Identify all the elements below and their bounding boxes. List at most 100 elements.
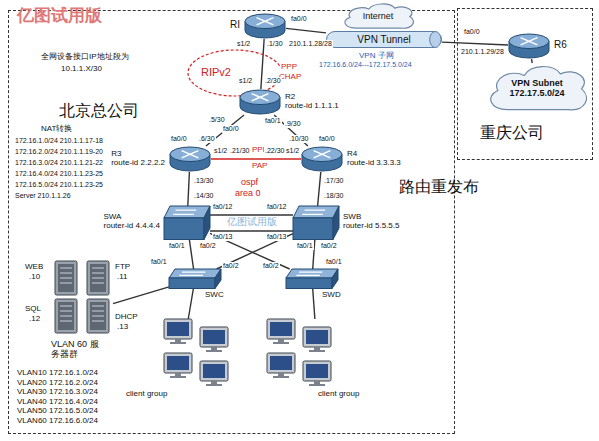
router-icon: R4route-id 3.3.3.3: [301, 146, 343, 172]
drive-bay: [92, 278, 104, 279]
drive-bay: [92, 306, 104, 307]
tower-body: [55, 261, 77, 295]
node-icon: [164, 206, 210, 240]
ip-label: .21/30: [229, 147, 250, 155]
port-label: fa0/12: [212, 203, 233, 211]
node-text: VLAN 60 服务器群: [51, 339, 107, 360]
monitor-frame: [200, 327, 228, 347]
drive-bay: [60, 283, 72, 284]
node-text: client group: [126, 389, 167, 398]
heading-text: 路由重发布: [398, 178, 480, 196]
switch-arrows: [179, 272, 205, 275]
monitor-stand: [314, 347, 320, 350]
monitor-stand: [278, 373, 284, 376]
port-label: fa0/1: [264, 117, 282, 125]
monitor-frame: [303, 327, 331, 347]
node-icon: [293, 206, 339, 240]
link-line: [210, 230, 293, 231]
server-tower: [87, 261, 109, 295]
text-group: R2route-id 1.1.1.1: [285, 92, 339, 110]
monitor-frame: [164, 353, 192, 373]
text-group: SWArouter-id 4.4.4.4: [104, 212, 160, 230]
monitor-base: [206, 384, 222, 386]
protocol-label: PAP: [251, 161, 268, 170]
node-text: router-id 5.5.5.5: [343, 221, 399, 230]
monitor-screen: [203, 330, 225, 344]
area-ellipse: [188, 50, 282, 96]
vpn-tunnel: VPN Tunnel: [326, 31, 442, 48]
text-group: VLAN 60 服务器群: [51, 339, 107, 360]
router-arrows: [521, 38, 538, 45]
monitor-screen: [270, 356, 292, 370]
drive-bay: [92, 311, 104, 312]
internet-cloud: Internet: [340, 2, 416, 30]
client-pc: [303, 361, 331, 386]
link-line: [211, 158, 301, 159]
client-group: client group: [126, 319, 236, 405]
monitor-base: [170, 376, 186, 378]
node-text: VPN Subnet: [511, 78, 563, 88]
watermark: 亿图试用版: [226, 216, 278, 228]
text-group: SWD: [322, 290, 341, 299]
switch-front: [293, 218, 333, 240]
port-label: fa0/0: [290, 15, 308, 23]
note-text: 10.1.1.X/30: [60, 64, 103, 73]
text-group: RI: [230, 19, 240, 31]
drive-bay: [92, 316, 104, 317]
ip-label: .1/30: [266, 40, 284, 48]
router-top: [170, 147, 210, 162]
port-label: s1/2: [238, 77, 253, 85]
server-label: DHCP: [114, 312, 139, 321]
node-text: RIPv2: [201, 66, 231, 79]
port-label: fa0/1: [325, 258, 343, 266]
node-text: router-id 4.4.4.4: [104, 221, 160, 230]
nat-entry: Server 210.1.1.26: [14, 192, 72, 200]
client-pc: [164, 319, 192, 344]
drive-bay: [60, 306, 72, 307]
switch-side: [333, 206, 339, 240]
drive-bay: [92, 283, 104, 284]
switch-icon: SWArouter-id 4.4.4.4: [164, 206, 210, 240]
drive-bay: [60, 268, 72, 269]
node-text: route-id 1.1.1.1: [285, 101, 339, 110]
vlan-entry: VLAN30 172.16.3.0/24: [16, 387, 99, 396]
drive-bay: [92, 268, 104, 269]
ip-label: .18/30: [323, 192, 344, 200]
tower-body: [87, 261, 109, 295]
switch-top: [286, 269, 338, 278]
switch-top: [169, 269, 221, 278]
text-group: VPN Subnet172.17.5.0/24: [484, 63, 590, 113]
link-line: [313, 289, 315, 319]
switch-top: [164, 206, 210, 218]
port-label: fa0/12: [266, 203, 287, 211]
node-icon: [169, 146, 211, 172]
client-pc: [164, 353, 192, 378]
text-group: 北京总公司: [59, 102, 139, 120]
text-group: R6: [554, 39, 567, 51]
client-pc: [267, 353, 295, 378]
subnet-cloud: VPN Subnet172.17.5.0/24: [484, 63, 590, 113]
nat-entry: 172.16.3.0/24 210.1.1.21-22: [14, 159, 104, 167]
node-text: SWB: [343, 212, 399, 221]
monitor-stand: [175, 339, 181, 342]
node-icon: [169, 269, 221, 289]
tower-face: [58, 264, 74, 292]
drive-bay: [60, 321, 72, 322]
link-line: [188, 172, 190, 206]
monitor-screen: [203, 364, 225, 378]
link-line: [188, 289, 193, 319]
monitor-base: [170, 342, 186, 344]
text-group: R4route-id 3.3.3.3: [347, 149, 401, 167]
server-label: .13: [116, 322, 129, 331]
link-line: [286, 28, 326, 33]
node-text: RI: [230, 19, 240, 31]
protocol-label: PPP: [280, 62, 298, 71]
node-text: client group: [318, 389, 359, 398]
switch-arrows: [173, 210, 196, 214]
monitor-base: [309, 350, 325, 352]
monitor-stand: [278, 339, 284, 342]
text-group: client group: [126, 389, 167, 398]
node-text: VPN Tunnel: [357, 34, 410, 46]
node-icon: [244, 13, 286, 39]
